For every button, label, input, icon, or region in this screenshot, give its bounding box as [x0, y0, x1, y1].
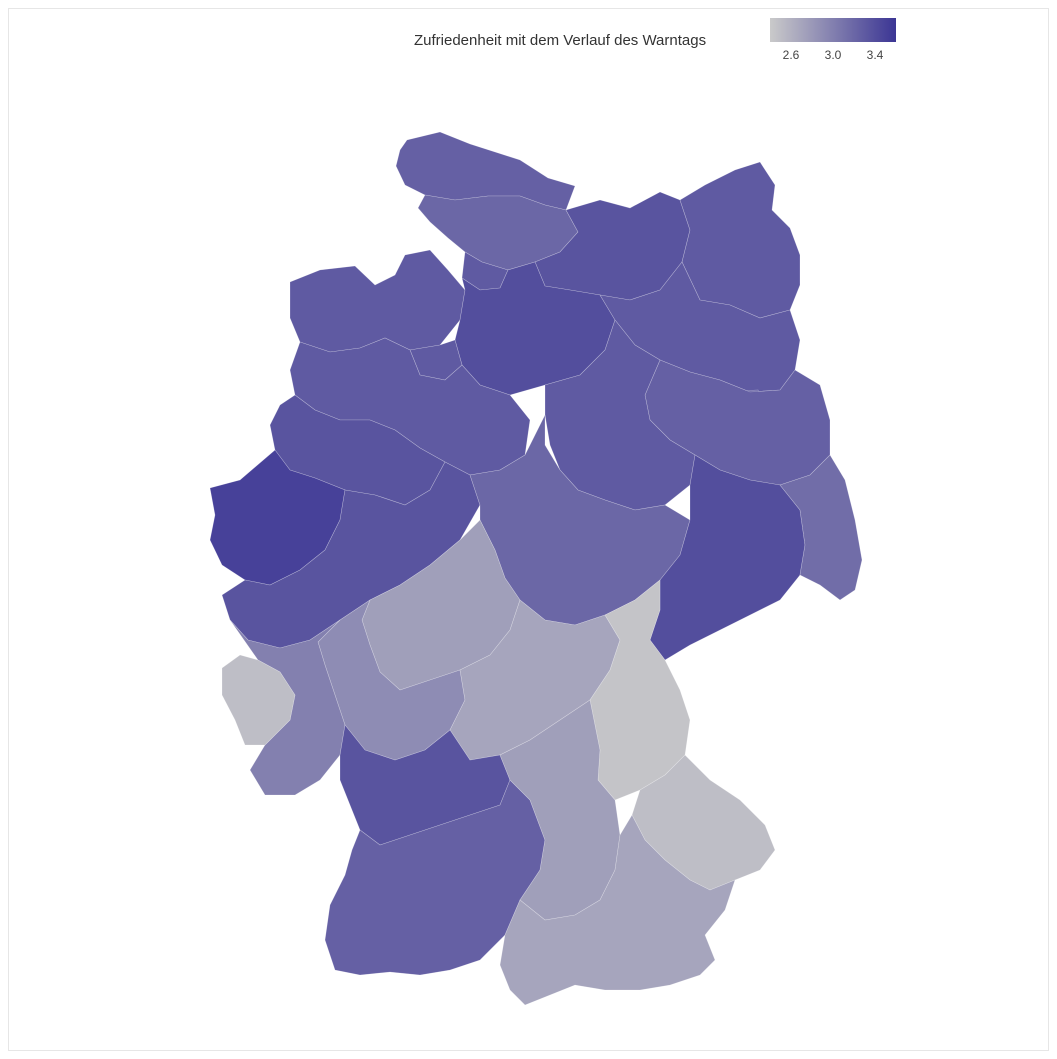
- legend-colorbar: [770, 18, 896, 42]
- map-regions: Schleswig-Holstein Nord: 3.25 Schleswig-…: [209, 131, 863, 1006]
- legend-tick-label: 3.4: [866, 48, 884, 62]
- region-niedersachsen-nordwest[interactable]: Niedersachsen Nordwest: 3.3: [289, 249, 466, 353]
- legend-title: Zufriedenheit mit dem Verlauf des Warnta…: [414, 32, 707, 49]
- region-bayern-sued[interactable]: Bayern Süd: 2.7: [499, 814, 736, 1006]
- legend-tick-label: 3.0: [824, 48, 842, 62]
- legend-tick-label: 2.6: [782, 48, 800, 62]
- region-sachsen-ost[interactable]: Sachsen Ost: 3.15: [779, 454, 863, 601]
- region-mecklenburg-vorpommern-ost[interactable]: Mecklenburg-Vorpommern Ost: 3.3: [679, 161, 801, 319]
- region-saarland[interactable]: Saarland: 2.5: [221, 654, 296, 746]
